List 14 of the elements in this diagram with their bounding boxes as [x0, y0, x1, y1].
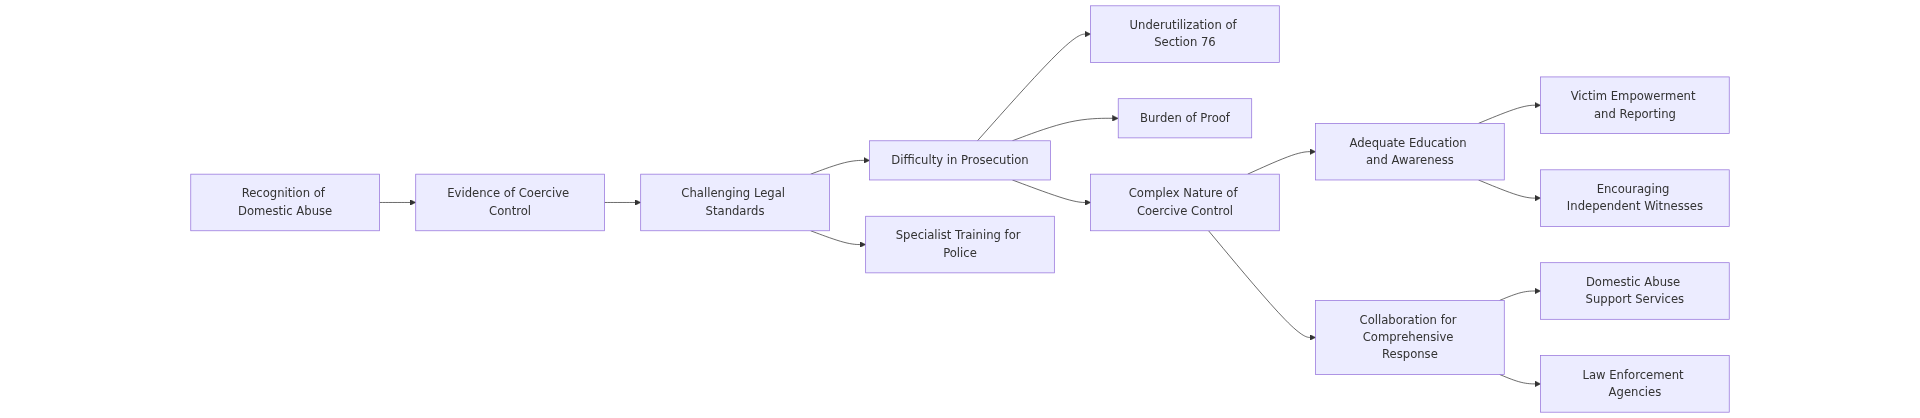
node-box: Specialist Training for Police	[865, 215, 1055, 274]
node-box: Evidence of Coercive Control	[415, 173, 605, 232]
node-box: Collaboration for Comprehensive Response	[1315, 300, 1505, 375]
node-box: Burden of Proof	[1117, 98, 1253, 139]
node-box: Adequate Education and Awareness	[1315, 123, 1505, 181]
node-box: Domestic Abuse Support Services	[1540, 262, 1730, 320]
node-box: Law Enforcement Agencies	[1540, 355, 1730, 413]
node-box: Underutilization of Section 76	[1090, 5, 1280, 63]
node-box: Challenging Legal Standards	[640, 173, 830, 232]
node-box: Difficulty in Prosecution	[869, 140, 1051, 181]
node-box: Complex Nature of Coercive Control	[1090, 173, 1280, 232]
node-box: Victim Empowerment and Reporting	[1540, 76, 1730, 134]
node-box: Recognition of Domestic Abuse	[190, 173, 380, 232]
node-box: Encouraging Independent Witnesses	[1540, 169, 1730, 227]
